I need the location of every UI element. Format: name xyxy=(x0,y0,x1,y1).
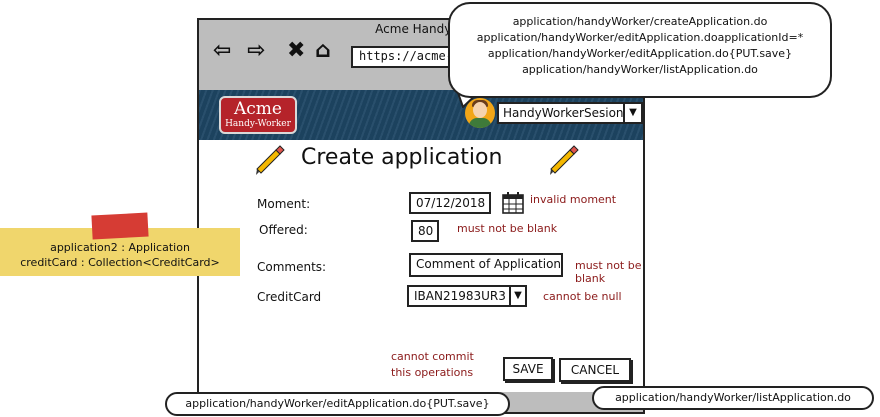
user-session-value: HandyWorkerSesion xyxy=(503,106,624,120)
moment-label: Moment: xyxy=(257,197,311,211)
creditcard-label: CreditCard xyxy=(257,290,322,304)
comments-label: Comments: xyxy=(257,260,327,274)
main-content: Create application Moment: 07/12/2018 in… xyxy=(199,140,643,392)
creditcard-value: IBAN21983UR3 xyxy=(414,289,506,303)
pencil-icon xyxy=(256,145,285,175)
user-session-select[interactable]: HandyWorkerSesion ▼ xyxy=(497,102,643,124)
commit-error-line1: cannot commit xyxy=(391,350,474,363)
forward-arrow-icon[interactable]: ⇨ xyxy=(247,38,266,63)
browser-title: Acme Handy-W xyxy=(375,22,467,36)
route-line: application/handyWorker/createApplicatio… xyxy=(512,15,768,28)
logo[interactable]: Acme Handy-Worker xyxy=(219,96,297,134)
logo-sub-text: Handy-Worker xyxy=(225,119,291,129)
chevron-down-icon[interactable]: ▼ xyxy=(509,287,525,305)
tape-icon xyxy=(91,212,149,240)
cancel-button[interactable]: CANCEL xyxy=(559,358,631,382)
page-title: Create application xyxy=(301,145,503,170)
route-line: application/handyWorker/editApplication.… xyxy=(487,47,793,60)
sticky-line1: application2 : Application xyxy=(50,241,190,254)
commit-error-line2: this operations xyxy=(391,366,474,379)
cancel-route-bubble: application/handyWorker/listApplication.… xyxy=(592,386,874,410)
moment-error: invalid moment xyxy=(530,193,617,206)
offered-label: Offered: xyxy=(259,223,308,237)
close-x-icon[interactable]: ✖ xyxy=(287,38,306,63)
home-icon[interactable]: ⌂ xyxy=(315,38,331,63)
route-line: application/handyWorker/editApplication.… xyxy=(476,31,804,44)
offered-field[interactable]: 80 xyxy=(411,220,439,242)
route-line: application/handyWorker/listApplication.… xyxy=(522,63,758,76)
comments-field[interactable]: Comment of Application xyxy=(409,253,563,277)
routes-annotation-bubble: application/handyWorker/createApplicatio… xyxy=(448,2,832,98)
sticky-line2: creditCard : Collection<CreditCard> xyxy=(20,256,220,269)
offered-error: must not be blank xyxy=(457,222,558,235)
chevron-down-icon[interactable]: ▼ xyxy=(623,104,641,122)
save-button[interactable]: SAVE xyxy=(503,357,553,381)
site-header: Acme Handy-Worker HandyWorkerSesion ▼ xyxy=(199,90,643,140)
comments-error: must not be blank xyxy=(575,259,642,285)
pencil-icon xyxy=(550,145,579,175)
moment-field[interactable]: 07/12/2018 xyxy=(409,192,491,214)
creditcard-error: cannot be null xyxy=(543,290,622,303)
creditcard-select[interactable]: IBAN21983UR3 ▼ xyxy=(407,285,527,307)
save-route-bubble: application/handyWorker/editApplication.… xyxy=(165,392,510,416)
avatar xyxy=(465,98,495,128)
calendar-icon[interactable] xyxy=(501,191,525,215)
back-arrow-icon[interactable]: ⇦ xyxy=(213,38,232,63)
logo-main-text: Acme xyxy=(234,99,282,119)
